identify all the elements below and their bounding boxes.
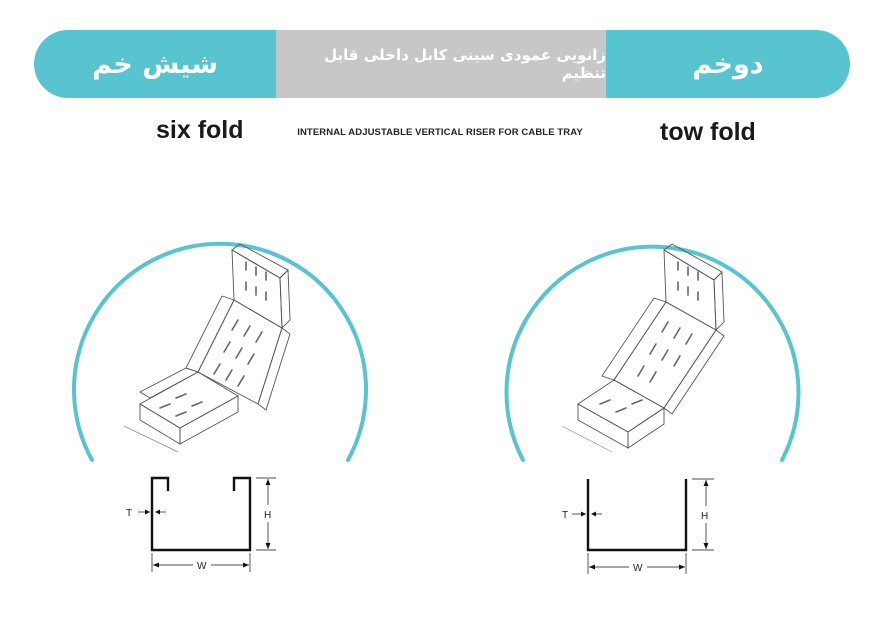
left-arc (72, 241, 368, 462)
two-fold-cross-section (572, 478, 714, 574)
two-fold-title-fa: دوخم (692, 48, 764, 80)
two-fold-riser-illustration (561, 243, 725, 453)
six-fold-title-fa: شیش خم (92, 48, 218, 80)
two-fold-width-label: W (633, 563, 643, 574)
two-fold-label: tow fold (660, 118, 756, 146)
banner-right-segment: دوخم (606, 30, 850, 98)
six-fold-riser-illustration (123, 243, 291, 453)
header-banner: شیش خم زانویی عمودی سینی کابل داخلی قابل… (34, 30, 850, 98)
six-fold-width-label: W (197, 561, 207, 572)
two-fold-height-label: H (701, 511, 708, 522)
six-fold-height-label: H (264, 510, 271, 521)
six-fold-label: six fold (156, 116, 244, 144)
two-fold-thickness-label: T (562, 510, 568, 521)
right-arc (504, 244, 801, 462)
banner-center-segment: زانویی عمودی سینی کابل داخلی قابل تنظیم (276, 30, 606, 98)
six-fold-thickness-label: T (126, 508, 132, 519)
product-title-en: INTERNAL ADJUSTABLE VERTICAL RISER FOR C… (297, 127, 583, 138)
six-fold-cross-section (138, 476, 276, 572)
banner-left-segment: شیش خم (34, 30, 276, 98)
product-title-fa: زانویی عمودی سینی کابل داخلی قابل تنظیم (324, 46, 606, 82)
